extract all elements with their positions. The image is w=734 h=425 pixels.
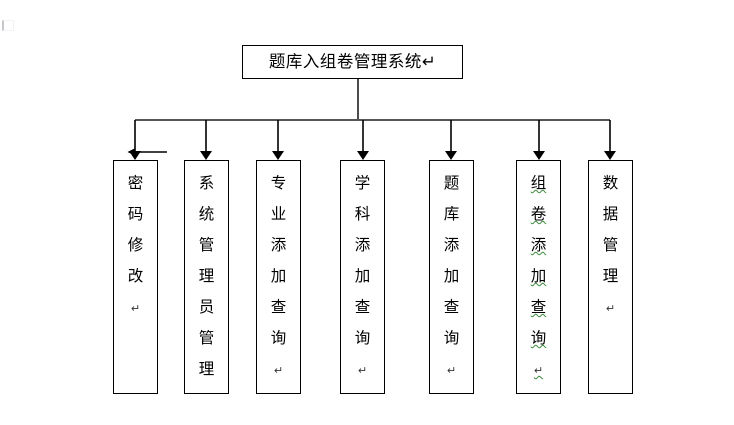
leaf-node-label-data-management: 数据管理↵	[602, 174, 619, 315]
leaf-node-label-paper-compose-add-query-spellchecked: 组卷添加查询↵	[530, 174, 547, 377]
root-node-system-title[interactable]: 题库入组卷管理系统↵	[242, 45, 463, 79]
arrow-group-1	[129, 120, 141, 160]
leaf-node-subject-add-query[interactable]: 学科添加查询↵	[340, 160, 385, 394]
leaf-node-sysadmin-management[interactable]: 系统管理员管理↵	[184, 160, 229, 394]
leaf-node-password-modify[interactable]: 密码修改↵	[113, 160, 158, 394]
arrow-group-5	[445, 120, 457, 160]
arrow-group-4	[357, 120, 369, 160]
paragraph-mark: ↵	[605, 302, 616, 315]
paragraph-mark: ↵	[533, 364, 544, 377]
leaf-node-data-management[interactable]: 数据管理↵	[588, 160, 633, 394]
page-corner-artifact	[2, 20, 14, 31]
leaf-node-label-password-modify: 密码修改↵	[127, 174, 144, 315]
arrow-group-3	[272, 120, 284, 160]
arrow-group-6	[533, 120, 545, 160]
paragraph-mark: ↵	[357, 364, 368, 377]
leaf-node-major-add-query[interactable]: 专业添加查询↵	[256, 160, 301, 394]
arrow-group-7	[604, 120, 616, 160]
leaf-node-label-subject-add-query: 学科添加查询↵	[354, 174, 371, 377]
leaf-node-label-major-add-query: 专业添加查询↵	[270, 174, 287, 377]
leaf-node-label-sysadmin-management: 系统管理员管理↵	[198, 174, 215, 378]
arrow-group-2	[200, 120, 212, 160]
paragraph-mark: ↵	[130, 302, 141, 315]
leaf-node-question-bank-add-query[interactable]: 题库添加查询↵	[429, 160, 474, 394]
leaf-node-label-question-bank-add-query: 题库添加查询↵	[443, 174, 460, 377]
paragraph-mark: ↵	[273, 364, 284, 377]
paragraph-mark: ↵	[446, 364, 457, 377]
leaf-node-paper-compose-add-query[interactable]: 组卷添加查询↵	[516, 160, 561, 394]
root-node-label: 题库入组卷管理系统↵	[268, 52, 437, 71]
